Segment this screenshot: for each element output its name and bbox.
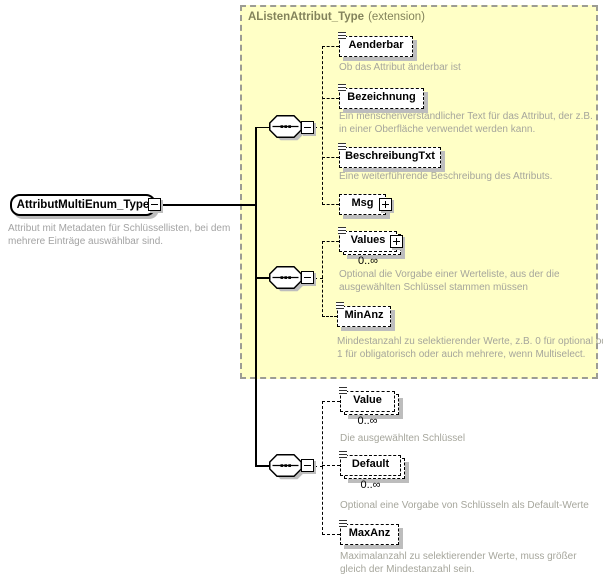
element-box-minanz[interactable]: MinAnz [336, 302, 391, 327]
lines-marker-icon [338, 227, 346, 234]
element-box-bezeichnung[interactable]: Bezeichnung [338, 84, 424, 109]
connector-dashed-line [322, 46, 323, 205]
element-name: Default [351, 458, 390, 470]
element-box-default[interactable]: Default [339, 451, 401, 476]
collapse-button[interactable] [301, 271, 314, 284]
connector-dashed-line [322, 46, 339, 47]
connector-dashed-line [322, 157, 339, 158]
collapse-button[interactable] [301, 121, 314, 134]
collapse-button[interactable] [148, 198, 161, 211]
extension-suffix: (extension) [368, 11, 425, 23]
element-name: Bezeichnung [347, 91, 416, 103]
connector-dashed-line [314, 127, 323, 128]
lines-marker-icon [338, 143, 346, 150]
multiplicity-label: 0..∞ [357, 415, 378, 427]
element-box-aenderbar[interactable]: Aenderbar [338, 32, 413, 57]
connector-line [255, 465, 270, 467]
minus-box-icon [304, 127, 311, 128]
connector-dashed-line [322, 401, 340, 402]
element-description: Optional eine Vorgabe von Schlüsseln als… [340, 500, 589, 511]
lines-marker-icon [339, 387, 347, 394]
expand-button[interactable] [390, 235, 403, 248]
connector-dashed-line [322, 316, 337, 317]
connector-dashed-line [322, 98, 339, 99]
element-description: Maximalanzahl zu selektierender Werte, m… [340, 551, 577, 575]
connector-dashed-line [322, 401, 323, 535]
lines-marker-icon [338, 32, 346, 39]
connector-line [255, 126, 270, 128]
extension-title: AListenAttribut_Type(extension) [248, 11, 425, 23]
lines-marker-icon [339, 520, 347, 527]
connector-line [255, 277, 270, 279]
element-description: Ob das Attribut änderbar ist [339, 62, 461, 73]
connector-dashed-line [314, 465, 323, 467]
connector-dashed-line [322, 534, 340, 535]
connector-dashed-line [314, 277, 323, 279]
element-description: Attribut mit Metadaten für Schlüssellist… [8, 223, 231, 247]
connector-dashed-line [322, 241, 339, 242]
element-box-beschreibungtxt[interactable]: BeschreibungTxt [338, 143, 441, 168]
element-description: Optional die Vorgabe einer Werteliste, a… [339, 269, 560, 293]
element-description: Ein menschenverständlicher Text für das … [339, 111, 593, 135]
element-description: Mindestanzahl zu selektierender Werte, z… [337, 336, 603, 360]
connector-dashed-line [322, 204, 339, 205]
expand-button[interactable] [379, 198, 392, 211]
element-name: Msg [351, 197, 374, 209]
connector-dashed-line [322, 465, 340, 466]
element-box-msg[interactable]: Msg [339, 194, 386, 215]
connector-dashed-line [322, 241, 323, 317]
sequence-compositor-icon [269, 454, 305, 480]
minus-box-icon [304, 465, 311, 466]
element-box-maxanz[interactable]: MaxAnz [339, 520, 399, 545]
element-name: MinAnz [344, 309, 384, 321]
minus-box-icon [151, 204, 158, 205]
element-description: Die ausgewählten Schlüssel [340, 433, 466, 444]
lines-marker-icon [339, 451, 347, 458]
element-box-attributmultienum-type[interactable]: AttributMultiEnum_Type [10, 194, 156, 216]
element-box-value[interactable]: Value [339, 387, 395, 412]
sequence-compositor-icon [269, 115, 305, 141]
connector-trunk-line [255, 127, 257, 467]
element-description: Eine weiterführende Beschreibung des Att… [339, 171, 553, 182]
element-name: BeschreibungTxt [345, 150, 435, 162]
extension-type-name: AListenAttribut_Type [248, 11, 365, 23]
element-name: Aenderbar [348, 39, 404, 51]
element-name: Values [350, 234, 386, 246]
sequence-compositor-icon [269, 266, 305, 292]
element-name: Value [353, 394, 382, 406]
collapse-button[interactable] [301, 459, 314, 472]
connector-line [161, 204, 256, 206]
element-name: MaxAnz [348, 527, 391, 539]
element-box-values[interactable]: Values [338, 227, 397, 252]
multiplicity-label: 0..∞ [357, 255, 379, 267]
multiplicity-label: 0..∞ [360, 479, 381, 491]
extension-container [240, 5, 598, 379]
minus-box-icon [304, 277, 311, 278]
element-name: AttributMultiEnum_Type [16, 199, 150, 211]
lines-marker-icon [338, 84, 346, 91]
lines-marker-icon [336, 302, 344, 309]
